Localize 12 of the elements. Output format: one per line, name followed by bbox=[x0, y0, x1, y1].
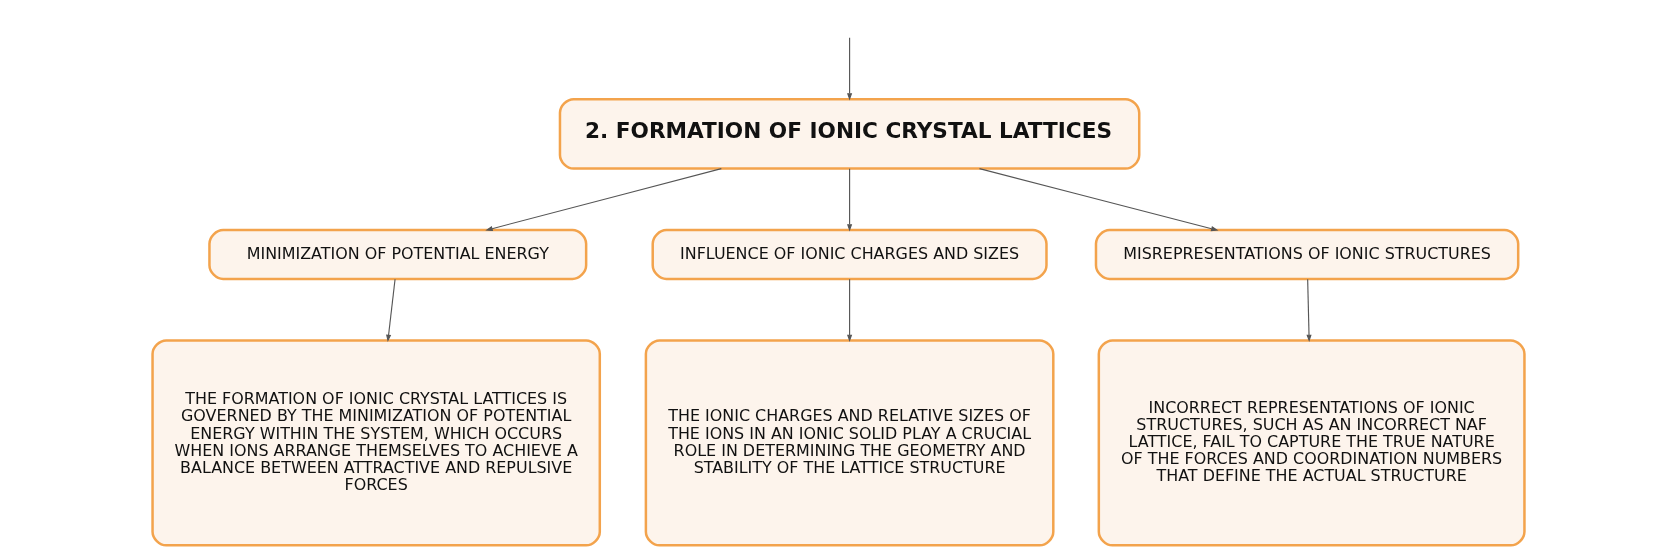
arrow bbox=[1306, 278, 1312, 343]
node-box: INCORRECT REPRESENTATIONS OF IONIC STRUCTURES, SUCH AS AN INCORRECT NAF LATTICE, FAIL TO CAPTURE THE TRUE NATURE OF THE FORCES AND COORDINATION NUMBERS THAT DEFINE THE ACTUAL STRUCTURE bbox=[1097, 339, 1526, 547]
arrow bbox=[978, 168, 1219, 232]
node-box: THE IONIC CHARGES AND RELATIVE SIZES OF THE IONS IN AN IONIC SOLID PLAY A CRUCIAL ROLE IN DETERMINING THE GEOMETRY AND STABILITY OF THE LATTICE STRUCTURE bbox=[644, 339, 1055, 547]
arrow bbox=[847, 278, 853, 343]
node-box: THE FORMATION OF IONIC CRYSTAL LATTICES IS GOVERNED BY THE MINIMIZATION OF POTENTIAL ENERGY WITHIN THE SYSTEM, WHICH OCCURS WHEN IONS ARRANGE THEMSELVES TO ACHIEVE A BALANCE BETWEEN ATTRACTIVE AND REPULSIVE FORCES bbox=[151, 339, 602, 547]
node-box: INFLUENCE OF IONIC CHARGES AND SIZES bbox=[651, 228, 1048, 281]
arrow bbox=[847, 37, 853, 101]
arrow bbox=[485, 168, 722, 232]
node-box: 2. FORMATION OF IONIC CRYSTAL LATTICES bbox=[558, 97, 1141, 170]
arrow bbox=[847, 168, 853, 232]
arrow bbox=[386, 278, 396, 343]
